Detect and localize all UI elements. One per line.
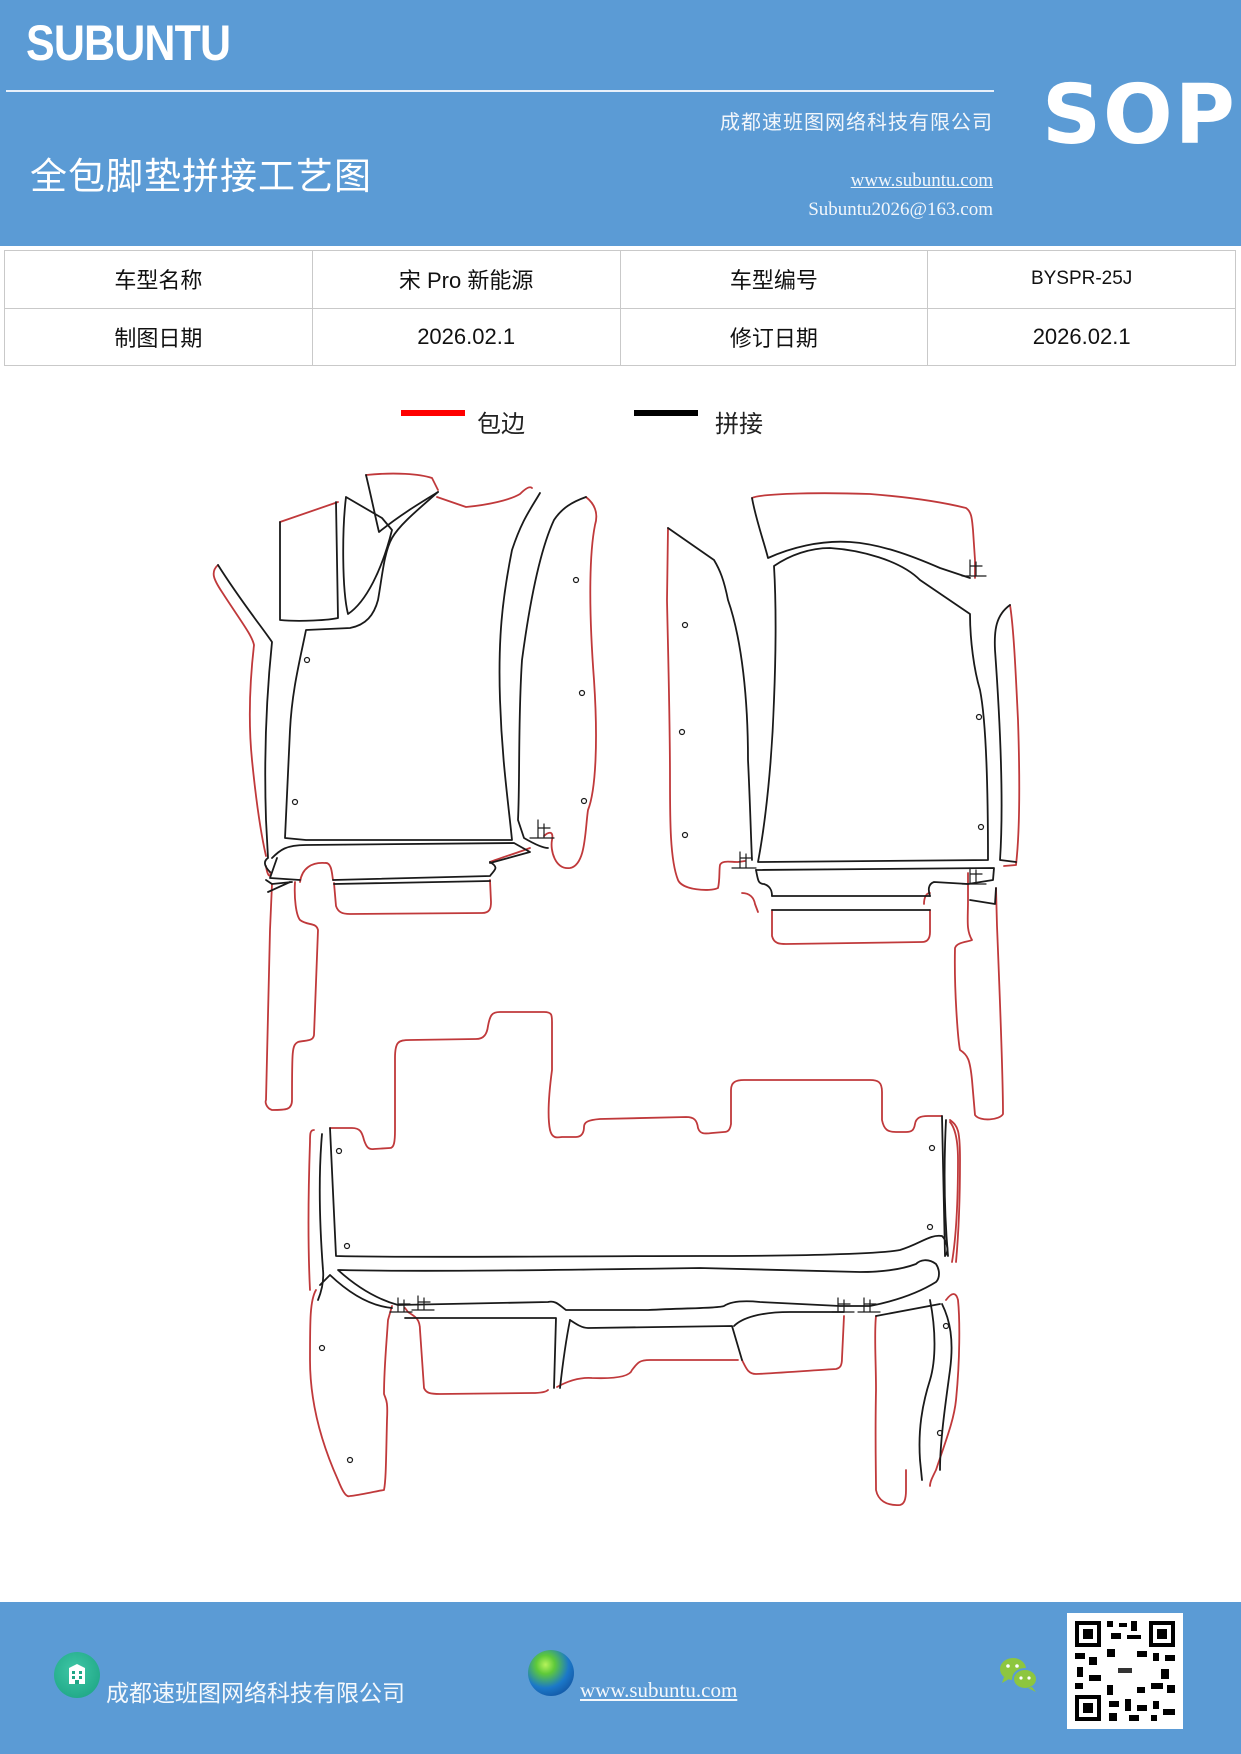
qr-code (1067, 1613, 1183, 1729)
drawing-date-label: 制图日期 (4, 307, 313, 366)
legend: 包边 拼接 (0, 404, 1241, 444)
drawing-date-value: 2026.02.1 (311, 307, 621, 366)
wechat-icon (996, 1652, 1042, 1698)
legend-label-seam: 拼接 (715, 410, 763, 438)
header-company-name: 成都速班图网络科技有限公司 (720, 110, 993, 134)
fastener-holes (291, 576, 985, 1464)
header-divider (6, 90, 994, 92)
header-website-link[interactable]: www.subuntu.com (850, 170, 993, 191)
globe-icon (528, 1650, 574, 1696)
legend-swatch-seam (634, 410, 698, 416)
brand-logo: SUBUNTU (26, 15, 231, 71)
building-icon (54, 1652, 100, 1698)
revision-date-value: 2026.02.1 (927, 307, 1236, 366)
legend-swatch-binding-edge (401, 410, 465, 416)
header-banner: SUBUNTU 全包脚垫拼接工艺图 成都速班图网络科技有限公司 www.subu… (0, 0, 1241, 246)
page-title: 全包脚垫拼接工艺图 (30, 155, 372, 198)
sop-badge: SOP (1042, 68, 1237, 163)
legend-label-binding-edge: 包边 (477, 410, 525, 438)
header-email: Subuntu2026@163.com (808, 199, 993, 220)
binding-edges (212, 472, 1021, 1506)
revision-date-label: 修订日期 (619, 307, 929, 366)
model-name-label: 车型名称 (4, 250, 313, 309)
table-row: 车型名称 宋 Pro 新能源 车型编号 BYSPR-25J (4, 250, 1236, 309)
footer-company-name: 成都速班图网络科技有限公司 (106, 1681, 405, 1707)
vehicle-info-table: 车型名称 宋 Pro 新能源 车型编号 BYSPR-25J 制图日期 2026.… (4, 250, 1236, 366)
stop-marks (389, 559, 987, 1313)
model-name-value: 宋 Pro 新能源 (311, 250, 621, 309)
footer-banner: 成都速班图网络科技有限公司 www.subuntu.com (0, 1602, 1241, 1754)
seam-lines (217, 474, 1017, 1481)
floor-mat-splice-diagram (212, 472, 1021, 1506)
table-row: 制图日期 2026.02.1 修订日期 2026.02.1 (4, 307, 1236, 366)
model-code-value: BYSPR-25J (927, 250, 1236, 309)
model-code-label: 车型编号 (619, 250, 929, 309)
footer-website-link[interactable]: www.subuntu.com (580, 1678, 738, 1702)
